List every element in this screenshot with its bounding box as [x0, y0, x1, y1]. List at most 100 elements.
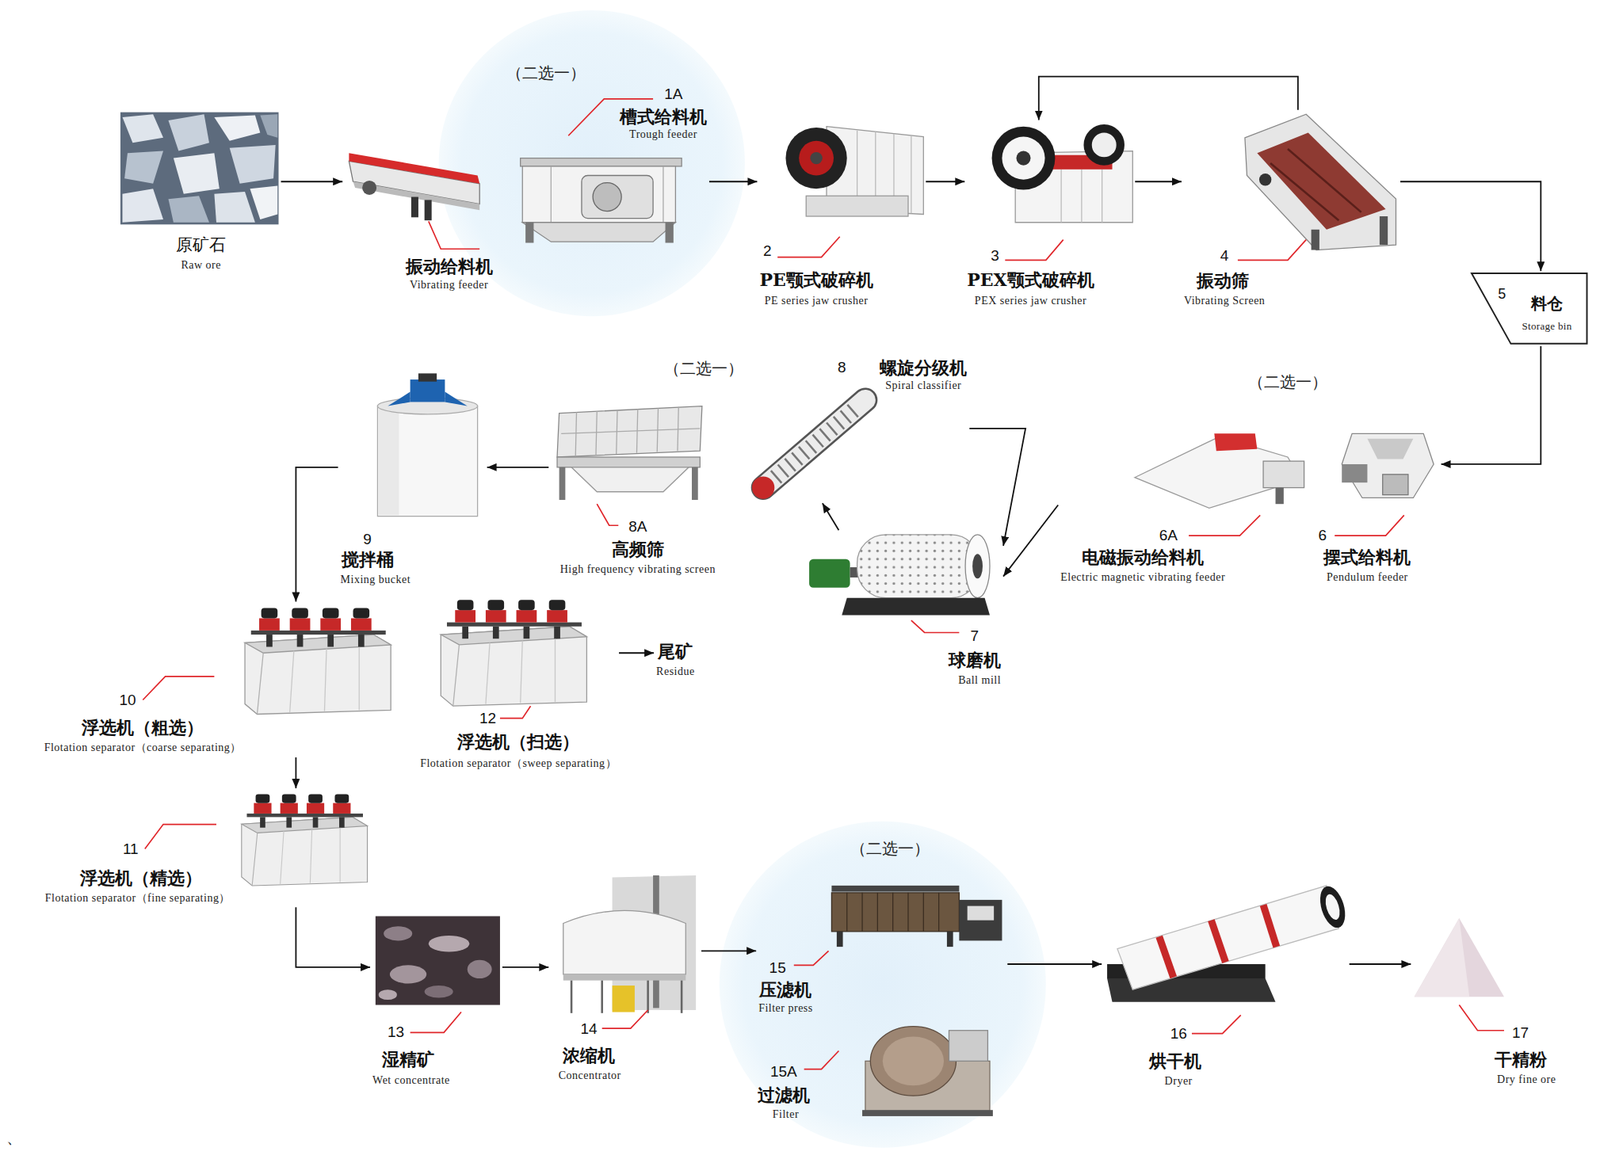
english-name: Concentrator — [558, 1069, 622, 1084]
ball-mill-picture — [809, 559, 851, 589]
filter-press-picture — [831, 885, 959, 893]
equipment-item: 10浮选机（粗选）Flotation separator（coarse sepa… — [42, 601, 394, 758]
jaw-crusher-picture — [1083, 124, 1125, 166]
rotary-dryer-picture — [1263, 905, 1277, 948]
vibrating-feeder-picture — [424, 199, 432, 221]
english-name: Flotation separator（coarse separating） — [44, 741, 242, 756]
callout-number: 6A — [1159, 526, 1178, 546]
english-name: Pendulum feeder — [1326, 571, 1409, 585]
equipment-name: 烘干机 — [1149, 1050, 1202, 1072]
callout-number: 10 — [118, 691, 136, 711]
flow-arrow — [618, 652, 654, 654]
callout-number: 4 — [1220, 247, 1230, 266]
leader-line — [142, 99, 1505, 1070]
leader-line — [794, 950, 829, 966]
high-frequency-screen-picture — [557, 406, 703, 458]
trough-feeder-picture — [520, 158, 682, 244]
flow-arrow — [1003, 504, 1058, 577]
vibrating-screen-picture — [1256, 132, 1386, 230]
callout-number: 13 — [387, 1023, 405, 1043]
equipment-name: 球磨机 — [948, 649, 1001, 671]
rotary-dryer-picture — [1159, 936, 1174, 978]
equipment-item: 6摆式给料机Pendulum feeder — [1315, 426, 1441, 588]
connector-group — [281, 76, 1542, 968]
thickener-picture — [600, 981, 604, 1014]
electromagnetic-feeder-picture — [1275, 488, 1284, 505]
equipment-name: 槽式给料机 — [619, 106, 707, 127]
trough-feeder-picture — [520, 158, 682, 167]
rotary-dryer-picture — [1210, 920, 1226, 963]
wet-concentrate-picture — [389, 965, 427, 984]
spiral-classifier-picture — [775, 407, 858, 478]
wet-concentrate-picture — [467, 960, 493, 979]
vibrating-screen-picture — [1244, 114, 1397, 250]
rotary-dryer-picture — [1322, 893, 1343, 923]
mixing-tank-picture — [410, 379, 446, 402]
english-name: Spiral classifier — [885, 379, 962, 394]
spiral-classifier-picture — [752, 476, 775, 499]
flow-arrow — [295, 907, 371, 968]
electromagnetic-feeder-picture — [1214, 433, 1257, 451]
equipment-item: 8螺旋分级机Spiral classifier — [747, 355, 970, 505]
vibrating-feeder-picture — [411, 197, 419, 218]
equipment-item: 4振动筛Vibrating Screen — [1181, 110, 1401, 311]
jaw-crusher-picture — [785, 127, 847, 189]
english-name: Flotation separator（fine separating） — [45, 892, 231, 906]
trough-feeder-picture — [592, 183, 622, 212]
high-frequency-screen-picture — [561, 428, 700, 434]
vacuum-filter-picture — [882, 1036, 944, 1086]
mixing-tank-picture — [377, 373, 478, 516]
equipment-item: 7球磨机Ball mill — [803, 530, 1004, 691]
flow-arrow — [281, 180, 344, 183]
mixing-tank-picture — [378, 407, 400, 516]
equipment-item: 15压滤机Filter press — [756, 877, 1008, 1018]
trough-feeder-picture — [581, 175, 653, 219]
flow-arrow — [1349, 963, 1412, 966]
pendulum-feeder-picture — [1341, 464, 1368, 483]
equipment-item: 15A过滤机Filter — [755, 1021, 998, 1125]
english-name: Mixing bucket — [340, 573, 412, 588]
raw-ore-picture — [122, 188, 165, 222]
jaw-crusher-picture — [809, 152, 822, 165]
vacuum-filter-picture — [948, 1031, 988, 1062]
raw-ore-picture — [213, 191, 256, 223]
callout-number: 16 — [1170, 1025, 1188, 1044]
vibrating-screen-picture — [1287, 148, 1362, 213]
wet-concentrate-picture — [375, 916, 501, 1005]
leader-line — [142, 676, 214, 701]
english-name: Dryer — [1164, 1075, 1193, 1089]
english-name: Raw ore — [180, 259, 222, 273]
vibrating-feeder-picture — [348, 152, 480, 184]
equipment-item: 原矿石Raw ore — [118, 110, 282, 275]
english-name: Storage bin — [1522, 320, 1573, 333]
thickener-picture — [570, 981, 573, 1014]
leader-line — [911, 620, 960, 633]
equipment-item: 8A高频筛High frequency vibrating screen — [548, 397, 718, 580]
flow-arrow — [1038, 76, 1299, 121]
wet-concentrate-picture — [378, 989, 398, 1001]
wet-concentrate-picture — [428, 935, 470, 953]
english-name: PEX series jaw crusher — [974, 294, 1087, 309]
rotary-dryer-picture — [1107, 883, 1350, 1003]
vibrating-feeder-picture — [362, 180, 377, 195]
filter-press-picture — [892, 893, 894, 932]
callout-number: 15A — [770, 1063, 798, 1082]
equipment-item: 9搅拌桶Mixing bucket — [338, 370, 488, 590]
equipment-name: 尾矿 — [657, 641, 693, 662]
rotary-dryer-picture — [1315, 883, 1350, 932]
leader-line — [1191, 1015, 1242, 1034]
flotation-cells — [241, 599, 588, 886]
thickener-picture — [646, 981, 650, 1014]
wet-concentrate-picture — [424, 985, 454, 998]
equipment-name: PEX颚式破碎机 — [966, 269, 1094, 291]
vibrating-screen-picture — [1244, 114, 1397, 250]
note-label: （二选一） — [664, 358, 744, 379]
jaw-crusher-picture — [1092, 132, 1117, 157]
note-label: （二选一） — [850, 839, 930, 859]
equipment-item: 3PEX颚式破碎机PEX series jaw crusher — [964, 120, 1135, 311]
choice-halo — [439, 10, 1047, 1149]
callout-number: 7 — [969, 627, 979, 646]
jaw-crusher-picture — [992, 126, 1056, 191]
trough-feeder-picture — [550, 166, 552, 223]
trough-feeder-picture — [525, 222, 534, 244]
